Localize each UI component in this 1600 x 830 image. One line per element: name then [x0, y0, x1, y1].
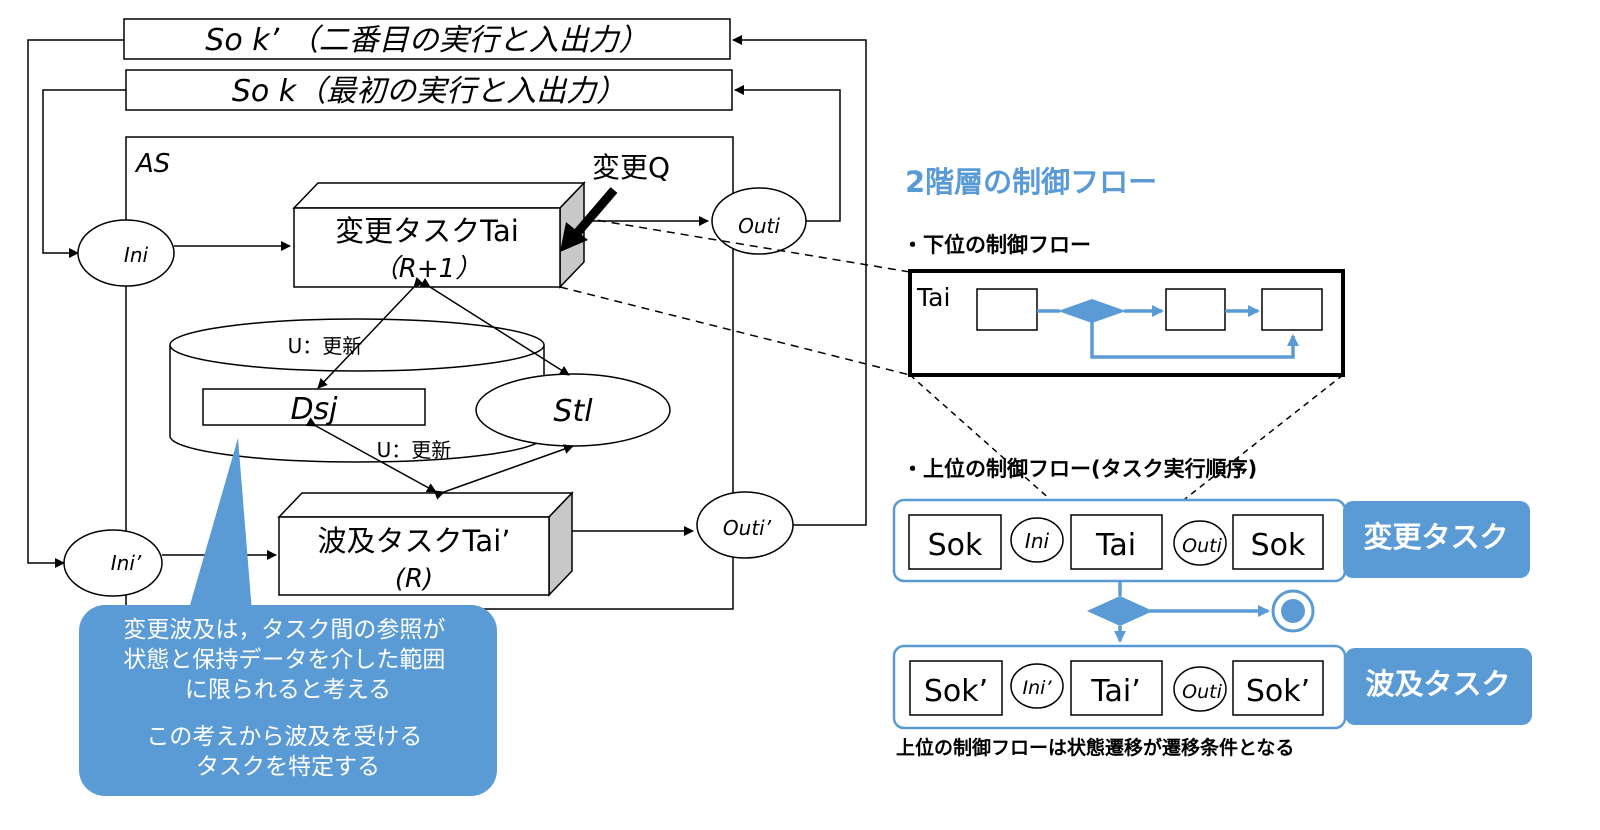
zoom-lines-2	[909, 374, 1344, 518]
callout-line: 変更波及は，タスク間の参照が	[123, 617, 445, 643]
change-task-tag-text: 変更タスク	[1363, 520, 1508, 554]
callout-text-1: 変更波及は，タスク間の参照が 状態と保持データを介した範囲 に限られると考える	[123, 617, 452, 703]
update-label-1: U：更新	[288, 334, 363, 358]
row2-sok-b-box	[1232, 660, 1324, 716]
lower-flow-arrows	[1037, 305, 1299, 359]
end-state-icon	[1271, 589, 1315, 633]
row1-tai-box	[1070, 514, 1163, 570]
change-task-label: 変更タスクTai	[335, 214, 519, 248]
upper-decision-diamond	[1087, 596, 1153, 626]
lower-step-1	[976, 288, 1038, 331]
ini-text: Ini	[124, 243, 149, 267]
row2-outi: Outi	[1182, 681, 1222, 703]
lower-flow-label: ・下位の制御フロー	[902, 233, 1091, 257]
row2-ini-ellipse	[1010, 663, 1064, 709]
as-label: AS	[134, 149, 170, 179]
ripple-task-rank: (R)	[395, 564, 433, 594]
row2-sok-b: Sok’	[1246, 674, 1310, 709]
change-task-rank: （R+1）	[373, 254, 481, 284]
so-k-prime-box	[123, 18, 731, 60]
row2-tai-box	[1070, 660, 1163, 716]
lower-step-3	[1261, 288, 1323, 331]
row2-outi-ellipse	[1173, 666, 1227, 712]
row1-sok-b-box	[1232, 514, 1324, 570]
lower-flow-tai: Tai	[916, 283, 950, 312]
zoom-lines	[559, 217, 911, 376]
row2-sok-a-box	[909, 660, 1003, 716]
so-k-prime-text: So k’ （二番目の実行と入出力）	[205, 23, 648, 58]
row1-outi-ellipse	[1173, 520, 1227, 566]
change-task-box	[292, 181, 586, 289]
upper-flow-footer: 上位の制御フローは状態遷移が遷移条件となる	[896, 736, 1294, 759]
ini-ellipse	[77, 219, 175, 287]
so-k-prime-loop	[27, 35, 867, 568]
ini-prime-ellipse	[63, 529, 163, 597]
ripple-task-label: 波及タスクTai’	[318, 524, 511, 558]
callout-line: タスクを特定する	[196, 754, 380, 780]
row2-ini: Ini’	[1023, 677, 1053, 699]
outi-prime-text: Outi’	[723, 516, 772, 540]
stl-text: Stl	[553, 394, 593, 429]
outi-ellipse	[711, 187, 807, 255]
callout-line: この考えから波及を受ける	[146, 724, 422, 750]
dsj-text: Dsj	[290, 392, 338, 427]
so-k-text: So k（最初の実行と入出力）	[232, 74, 626, 109]
change-q-arrow	[560, 187, 618, 252]
explanation-callout	[79, 438, 497, 796]
outi-text: Outi	[738, 214, 780, 238]
row1-outi: Outi	[1182, 535, 1222, 557]
change-q-label: 変更Q	[592, 151, 670, 184]
row1-sok-b: Sok	[1251, 528, 1306, 563]
lower-decision-diamond	[1058, 299, 1126, 323]
row1-tai: Tai	[1095, 528, 1136, 563]
callout-line: 状態と保持データを介した範囲	[123, 647, 445, 673]
row2-tai: Tai’	[1090, 674, 1141, 709]
callout-line: に限られると考える	[185, 677, 391, 703]
update-label-2: U：更新	[377, 438, 452, 462]
upper-flow-label: ・上位の制御フロー(タスク実行順序)	[902, 457, 1257, 481]
upper-flow-connector	[1114, 581, 1270, 643]
ripple-task-tag-text: 波及タスク	[1365, 667, 1510, 701]
lower-step-2	[1165, 288, 1226, 331]
so-k-box	[125, 69, 733, 111]
row1-ini: Ini	[1025, 529, 1050, 553]
outi-prime-ellipse	[696, 491, 794, 559]
row1-ini-ellipse	[1010, 517, 1064, 563]
right-heading: 2階層の制御フロー	[905, 165, 1157, 199]
row1-sok-a: Sok	[928, 528, 983, 563]
row2-sok-a: Sok’	[924, 674, 988, 709]
change-task-tag	[1343, 501, 1530, 578]
ini-prime-text: Ini’	[111, 551, 142, 575]
row1-sok-a-box	[908, 514, 1002, 570]
callout-text-2: この考えから波及を受ける タスクを特定する	[146, 724, 429, 780]
ripple-task-tag	[1345, 648, 1532, 725]
so-k-loop	[42, 85, 841, 258]
